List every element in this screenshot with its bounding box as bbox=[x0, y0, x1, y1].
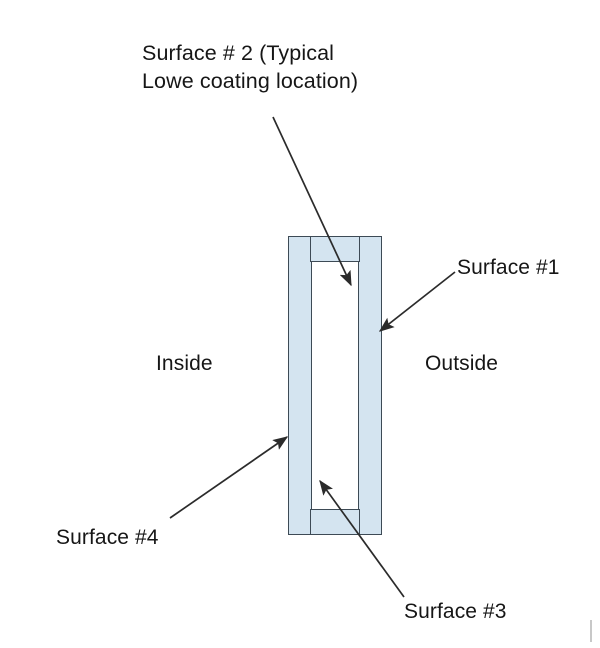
spacer-bar-bottom bbox=[310, 509, 360, 535]
insulated-glass-unit bbox=[288, 236, 382, 535]
title-line-1: Surface # 2 (Typical bbox=[142, 41, 335, 65]
label-surface-3: Surface #3 bbox=[404, 600, 507, 623]
leader-surface-2 bbox=[272, 116, 352, 287]
label-outside: Outside bbox=[425, 352, 499, 375]
title-annotation: Surface # 2 (Typical Lowe coating locati… bbox=[142, 40, 358, 96]
title-line-2: Lowe coating location) bbox=[142, 68, 359, 93]
leader-surface-4 bbox=[169, 436, 289, 519]
glass-pane-outer bbox=[358, 236, 382, 535]
glass-pane-inner bbox=[288, 236, 312, 535]
edge-artifact bbox=[590, 620, 592, 642]
air-cavity bbox=[311, 261, 359, 510]
leader-surface-3 bbox=[319, 479, 405, 598]
leader-surface-1 bbox=[378, 271, 456, 332]
label-inside: Inside bbox=[156, 352, 213, 375]
label-surface-4: Surface #4 bbox=[56, 526, 159, 549]
label-surface-1: Surface #1 bbox=[457, 256, 560, 279]
